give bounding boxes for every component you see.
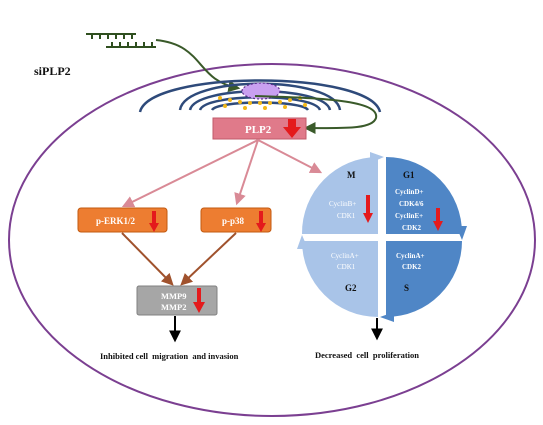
plp2-output-arrows bbox=[121, 139, 323, 208]
erk-down-arrow-icon bbox=[149, 211, 159, 232]
phase-s-label: S bbox=[404, 283, 409, 293]
phase-g2-label: G2 bbox=[345, 283, 357, 293]
sirna-entry-arrow bbox=[155, 39, 241, 93]
cycle-quadrant-m bbox=[301, 157, 378, 234]
cell-cycle-wheel bbox=[297, 152, 467, 322]
g1-cyclin-line-1: CyclinD+ bbox=[395, 188, 424, 196]
g2-cyclin-line-1: CyclinA+ bbox=[331, 252, 359, 260]
m-cyclin-line-2: CDK1 bbox=[337, 212, 356, 220]
cycle-quadrant-g2 bbox=[302, 241, 378, 317]
g1-cyclin-line-2: CDK4/6 bbox=[399, 200, 424, 208]
ribosome-dots bbox=[218, 96, 307, 110]
sirna-label: siPLP2 bbox=[34, 64, 71, 78]
phase-m-label: M bbox=[347, 170, 356, 180]
p38-box bbox=[200, 207, 272, 233]
g1-cyclin-line-4: CDK2 bbox=[402, 224, 422, 232]
cycle-quadrant-s bbox=[386, 241, 462, 317]
p38-down-arrow-icon bbox=[256, 211, 266, 232]
erk-label: p-ERK1/2 bbox=[96, 216, 136, 226]
m-cyclin-line-1: CyclinB+ bbox=[329, 200, 356, 208]
mmp-input-arrows bbox=[121, 232, 237, 286]
g2-cyclin-line-2: CDK1 bbox=[337, 263, 356, 271]
mmp2-label: MMP2 bbox=[161, 302, 187, 312]
plp2-box bbox=[212, 117, 307, 140]
cell-membrane-outline bbox=[8, 63, 536, 417]
sirna-duplex-icon bbox=[86, 33, 156, 48]
phase-g1-label: G1 bbox=[403, 170, 415, 180]
g1-down-arrow-icon bbox=[433, 208, 443, 231]
mmp9-label: MMP9 bbox=[161, 291, 187, 301]
plp2-down-arrow-icon bbox=[283, 119, 301, 138]
p38-label: p-p38 bbox=[222, 216, 245, 226]
knockdown-loop-arrow bbox=[254, 95, 378, 135]
s-cyclin-line-1: CyclinA+ bbox=[396, 252, 425, 260]
proliferation-result-label: Decreased cell proliferation bbox=[315, 350, 419, 360]
migration-result-label: Inhibited cell migration and invasion bbox=[100, 351, 239, 361]
erk-box bbox=[77, 207, 168, 233]
nucleus bbox=[241, 82, 281, 100]
plp2-label: PLP2 bbox=[245, 124, 272, 136]
mmp-down-arrow-icon bbox=[193, 288, 205, 313]
s-cyclin-line-2: CDK2 bbox=[402, 263, 422, 271]
g1-cyclin-line-3: CyclinE+ bbox=[395, 212, 423, 220]
cycle-quadrant-g1 bbox=[386, 157, 463, 234]
m-down-arrow-icon bbox=[363, 195, 373, 223]
